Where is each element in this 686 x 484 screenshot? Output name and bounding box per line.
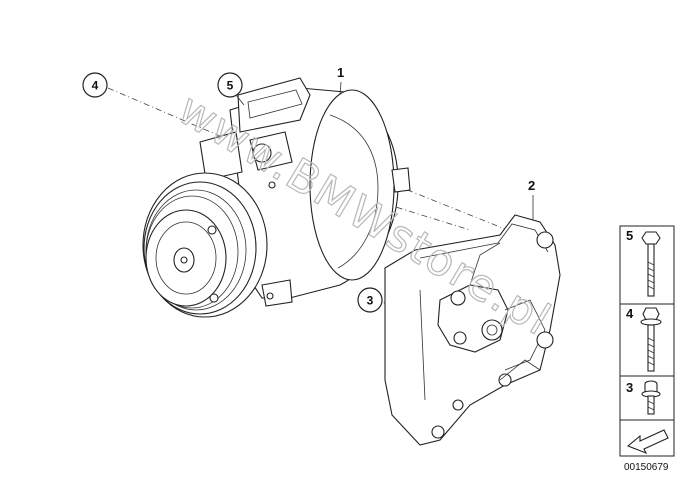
callout-2[interactable]: 2 [528, 178, 535, 220]
legend-item-3[interactable]: 3 [626, 380, 661, 415]
legend-item-3-label: 3 [626, 380, 633, 395]
socket-screw-short-icon [641, 380, 661, 415]
flange-bolt-long-icon [640, 307, 662, 372]
callout-4-label: 4 [92, 79, 99, 93]
legend-item-5-label: 5 [626, 228, 633, 243]
hex-bolt-long-icon [641, 231, 661, 297]
ac-compressor[interactable] [142, 77, 411, 318]
legend-item-4-label: 4 [626, 306, 634, 321]
callout-1[interactable]: 1 [337, 65, 344, 96]
compressor-bracket[interactable] [384, 214, 561, 446]
legend-item-5[interactable]: 5 [626, 228, 661, 297]
callout-3[interactable]: 3 [357, 287, 383, 313]
callout-5-label: 5 [227, 79, 234, 93]
direction-arrow-icon [626, 429, 669, 455]
callout-3-label: 3 [367, 294, 374, 308]
diagram-number: 00150679 [624, 462, 669, 473]
legend-item-4[interactable]: 4 [626, 306, 662, 372]
callout-2-label: 2 [528, 178, 535, 193]
callout-4[interactable]: 4 [82, 72, 108, 98]
callout-5[interactable]: 5 [217, 72, 245, 106]
fastener-legend: 5 4 3 [619, 225, 675, 457]
callout-1-label: 1 [337, 65, 344, 80]
